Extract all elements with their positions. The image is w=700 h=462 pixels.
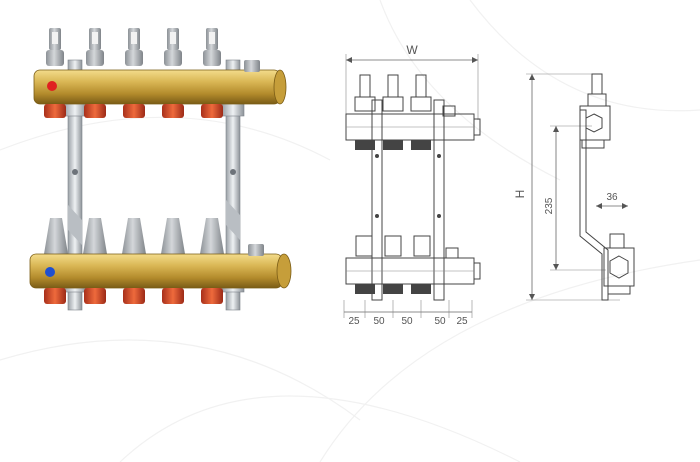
spacing-dimension-3: 50 [401, 316, 413, 327]
offset-36-dimension: 36 [606, 192, 618, 203]
spacing-dimension-2: 50 [373, 316, 385, 327]
height-dimension-label: H [513, 190, 527, 199]
spacing-dimension-5: 25 [456, 316, 468, 327]
upper-flow-meters [46, 28, 221, 66]
upper-outlets [44, 104, 223, 118]
cold-marker-icon [45, 267, 55, 277]
height-235-dimension: 235 [544, 197, 555, 214]
spacing-dimension-1: 25 [348, 316, 360, 327]
lower-outlets [44, 288, 223, 304]
upper-brass-bar [33, 60, 287, 105]
hot-marker-icon [47, 81, 57, 91]
lower-valve-caps [44, 218, 224, 254]
width-dimension-label: W [406, 43, 418, 57]
manifold-photo [29, 28, 292, 311]
lower-brass-bar [29, 244, 292, 289]
side-view-drawing: H 235 36 [513, 73, 635, 301]
front-view-drawing: W [343, 43, 481, 327]
spacing-dimension-4: 50 [434, 316, 446, 327]
